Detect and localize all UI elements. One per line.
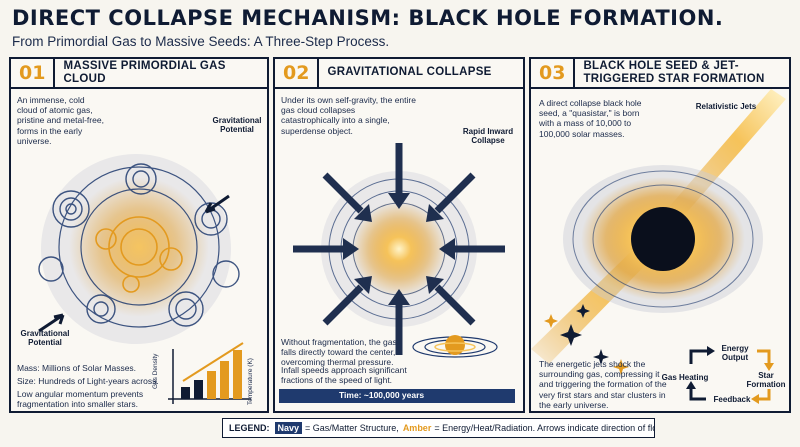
accretion-disk-mini: [412, 335, 498, 358]
collapse-illustration: [293, 143, 515, 402]
fragmentation-text: Without fragmentation, the gas falls dir…: [281, 337, 397, 368]
fact-mass: Mass: Millions of Solar Masses.: [17, 363, 137, 373]
panel-collapse: 02 GRAVITATIONAL COLLAPSE: [273, 57, 525, 413]
density-temperature-chart: [168, 342, 251, 404]
panel-header: 03 BLACK HOLE SEED & JET-TRIGGERED STAR …: [531, 59, 789, 89]
jets-text: The energetic jets shock the surrounding…: [539, 359, 667, 410]
panel-intro: A direct collapse black hole seed, a "qu…: [539, 98, 642, 139]
step-number: 02: [275, 59, 320, 87]
infall-text: Infall speeds approach significant fract…: [281, 365, 407, 386]
cycle-gas-heating: Gas Heating: [661, 373, 709, 382]
cloud-core-glow: [69, 177, 209, 317]
time-arrow: Time: ~100,000 years: [279, 389, 515, 403]
cycle-feedback: Feedback: [713, 395, 751, 404]
panel-header: 01 MASSIVE PRIMORDIAL GAS CLOUD: [11, 59, 267, 89]
cycle-star-formation: Star Formation: [746, 371, 786, 390]
fact-size: Size: Hundreds of Light-years across.: [17, 376, 159, 386]
panel-gas-cloud: 01 MASSIVE PRIMORDIAL GAS CLOUD: [9, 57, 269, 413]
gas-cloud-illustration: [38, 154, 251, 404]
new-stars: [560, 304, 609, 365]
legend-amber: Amber: [402, 423, 432, 433]
legend-navy-desc: = Gas/Matter Structure,: [305, 423, 399, 433]
event-horizon: [631, 207, 695, 271]
label-relativistic-jets: Relativistic Jets: [695, 102, 757, 111]
time-label: Time: ~100,000 years: [339, 390, 425, 400]
panel-title: GRAVITATIONAL COLLAPSE: [327, 66, 492, 79]
axis-gas-density: Gas Density: [152, 353, 159, 389]
collapse-core: [351, 201, 447, 297]
label-potential-top: Gravitational Potential: [212, 116, 262, 135]
label-potential-bottom: Gravitational Potential: [20, 329, 70, 348]
panel-header: 02 GRAVITATIONAL COLLAPSE: [275, 59, 523, 89]
legend: LEGEND: Navy = Gas/Matter Structure, Amb…: [222, 418, 655, 438]
step-number: 01: [11, 59, 56, 87]
arrow-potential-top: [204, 194, 230, 214]
page-title: DIRECT COLLAPSE MECHANISM: BLACK HOLE FO…: [12, 6, 724, 30]
arrow-potential-bottom: [38, 313, 65, 333]
page-subtitle: From Primordial Gas to Massive Seeds: A …: [12, 34, 390, 49]
legend-amber-desc: = Energy/Heat/Radiation. Arrows indicate…: [434, 423, 654, 433]
panel-title: BLACK HOLE SEED & JET-TRIGGERED STAR FOR…: [583, 59, 765, 85]
step-number: 03: [531, 59, 576, 87]
panel-intro: Under its own self-gravity, the entire g…: [281, 95, 416, 136]
panel-black-hole-seed: 03 BLACK HOLE SEED & JET-TRIGGERED STAR …: [529, 57, 791, 413]
cycle-energy-output: Energy Output: [721, 344, 749, 363]
fact-momentum: Low angular momentum prevents fragmentat…: [17, 389, 144, 410]
cloud-energy-rings: [95, 216, 183, 293]
collapse-arrows: [293, 143, 505, 355]
legend-label: LEGEND:: [229, 423, 270, 433]
panel-title: MASSIVE PRIMORDIAL GAS CLOUD: [63, 59, 226, 85]
legend-navy: Navy: [274, 422, 303, 434]
axis-temperature: Temperature (K): [247, 358, 254, 405]
feedback-cycle: [689, 349, 771, 401]
label-rapid-collapse: Rapid Inward Collapse: [462, 127, 514, 146]
black-hole-illustration: [531, 89, 786, 404]
panel-intro: An immense, cold cloud of atomic gas, pr…: [17, 95, 104, 146]
